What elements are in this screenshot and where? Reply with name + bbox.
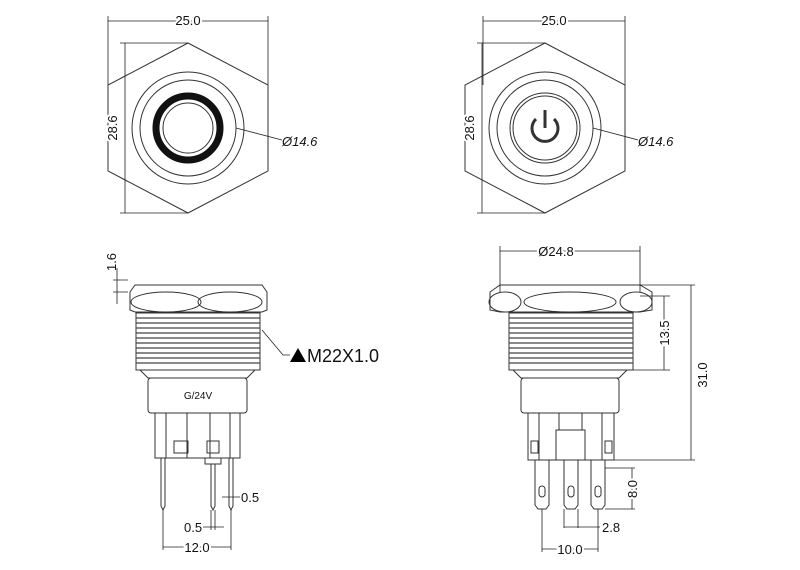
power-icon <box>530 110 560 143</box>
thread-end <box>512 369 628 379</box>
pin-length-label: 8.0 <box>625 480 640 498</box>
width-dimension <box>482 16 626 85</box>
pin-width-dimension <box>203 510 224 530</box>
width-label: 25.0 <box>175 13 200 28</box>
flange-diameter-label: Ø24.8 <box>538 244 573 259</box>
bezel-outer <box>131 71 245 185</box>
bezel-inner <box>139 79 237 177</box>
total-length-dimension <box>614 284 695 461</box>
terminal-block <box>527 413 615 461</box>
diameter-leader <box>592 127 639 141</box>
flange-thickness-label: 1.6 <box>104 253 119 271</box>
pin-thickness-label: 0.5 <box>241 490 259 505</box>
thread <box>135 312 261 371</box>
body <box>520 377 620 414</box>
pin-span-label: 10.0 <box>557 542 582 557</box>
height-label: 28.6 <box>462 115 477 140</box>
pin-width-label: 0.5 <box>184 520 202 535</box>
terminal-block <box>154 413 241 465</box>
diameter-leader <box>235 127 283 141</box>
flange <box>129 284 268 313</box>
nut-face <box>197 291 263 313</box>
diameter-label: Ø14.6 <box>281 134 318 149</box>
thread-length-dimension <box>633 295 670 371</box>
pin-span-label: 12.0 <box>184 540 209 555</box>
button-face <box>162 102 214 154</box>
nut-face <box>523 291 617 313</box>
pins <box>160 458 234 512</box>
pin-width-dimension <box>563 509 600 528</box>
flange-diameter-dimension <box>499 246 641 292</box>
width-label: 25.0 <box>541 13 566 28</box>
pin-span-dimension <box>541 509 599 552</box>
button-face-inner <box>512 95 578 161</box>
front-view-power: 25.0 28.6 Ø14.6 <box>460 11 674 214</box>
thread <box>508 312 634 371</box>
pin-length-dimension <box>605 467 635 510</box>
total-length-label: 31.0 <box>695 362 710 387</box>
diameter-label: Ø14.6 <box>637 134 674 149</box>
nut-face <box>488 291 522 313</box>
led-ring <box>152 92 224 164</box>
nut-face <box>619 291 653 313</box>
height-dimension <box>120 42 188 214</box>
button-face <box>509 92 581 164</box>
height-label: 28.6 <box>105 115 120 140</box>
front-view-ring: 25.0 28.6 Ø14.6 <box>103 11 318 214</box>
body <box>147 377 248 414</box>
flange <box>489 284 653 313</box>
thread-end <box>139 369 256 379</box>
bezel-outer <box>488 71 602 185</box>
height-dimension <box>477 42 545 214</box>
flange-thickness-dimension <box>113 268 128 304</box>
pin-span-dimension <box>162 510 232 550</box>
thread-length-label: 13.5 <box>657 320 672 345</box>
side-view-left: G/24V 1.6 M22X1.0 0.5 0.5 12.0 <box>104 253 379 557</box>
width-dimension <box>107 16 269 85</box>
thread-label: M22X1.0 <box>307 346 379 366</box>
pin-width-label: 2.8 <box>602 520 620 535</box>
triangle-icon <box>290 348 306 362</box>
nut-face <box>130 291 202 313</box>
pins <box>534 459 606 510</box>
body-marking: G/24V <box>184 391 213 402</box>
thread-leader <box>261 329 290 356</box>
side-view-right: Ø24.8 13.5 31.0 8.0 2.8 10.0 <box>488 242 712 559</box>
